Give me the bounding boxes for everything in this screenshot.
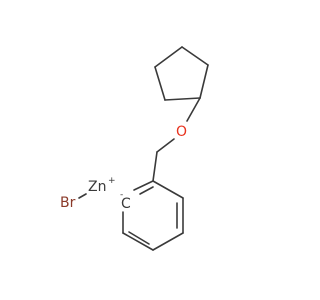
structure-canvas: O Zn + C - Br	[60, 46, 209, 251]
bond-ring-top-right	[181, 46, 209, 66]
molecule-diagram: O Zn + C - Br	[60, 46, 209, 251]
bond-benzene-1	[152, 180, 184, 199]
carbanion-atom: C	[121, 196, 131, 212]
bond-ring-right	[199, 64, 209, 99]
bond-ring-oxygen	[186, 97, 201, 122]
bond-oxygen-methylene	[156, 138, 175, 153]
bond-zinc-bromine	[78, 193, 87, 199]
bond-benzene-3	[152, 232, 184, 251]
zinc-atom: Zn	[88, 179, 106, 195]
bond-benzene-double-2	[128, 231, 150, 245]
bond-benzene-6	[133, 180, 154, 191]
bromine-atom: Br	[60, 195, 76, 211]
bond-ring-top-left	[154, 46, 183, 68]
bond-benzene-4	[122, 232, 154, 251]
bond-methylene-ring	[152, 151, 158, 182]
oxygen-atom: O	[176, 124, 187, 140]
bond-benzene-double-3	[139, 186, 154, 195]
bond-ring-left	[154, 66, 166, 101]
carbanion-charge: -	[120, 190, 123, 200]
bond-ring-bottom	[164, 97, 201, 101]
zinc-charge: +	[108, 176, 116, 186]
